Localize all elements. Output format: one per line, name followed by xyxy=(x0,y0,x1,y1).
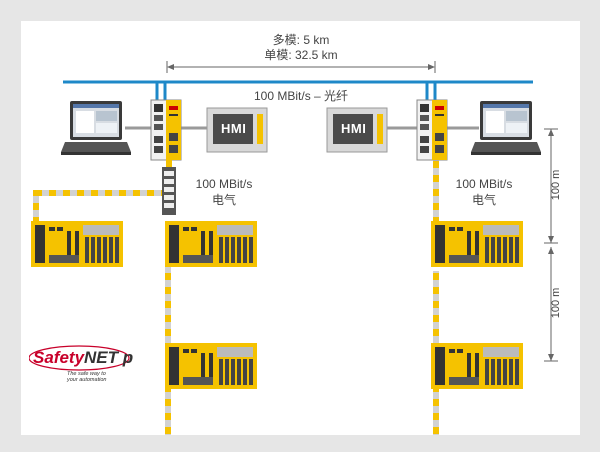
dimension-lines xyxy=(544,128,558,362)
electrical-right-medium: 电气 xyxy=(471,193,496,207)
switch-right-icon xyxy=(416,99,448,161)
electrical-left-medium: 电气 xyxy=(211,193,236,207)
dimension-lower-label: 100 m xyxy=(550,287,562,319)
controller-4-icon xyxy=(165,343,257,389)
logo-brand-a: Safety xyxy=(33,348,85,367)
diagram-graphics xyxy=(31,61,558,435)
logo-tagline-1: The safe way to xyxy=(67,371,106,377)
laptop-right-icon xyxy=(471,101,541,155)
electrical-right-speed: 100 MBit/s xyxy=(455,177,513,191)
logo-brand-c: p xyxy=(118,348,134,367)
multimode-distance: 多模: 5 km xyxy=(272,33,330,47)
network-diagram: 多模: 5 km 单模: 32.5 km 100 MBit/s – 光纤 100… xyxy=(21,21,580,435)
distance-arrow xyxy=(166,61,436,73)
fiber-backbone xyxy=(63,80,533,101)
logo-swoosh-icon xyxy=(29,345,130,371)
electrical-left-speed: 100 MBit/s xyxy=(195,177,253,191)
controller-2-icon xyxy=(165,221,257,267)
switch-left-icon xyxy=(150,99,182,161)
dimension-upper-label: 100 m xyxy=(550,169,562,201)
hmi-right-label: HMI xyxy=(341,121,367,136)
hmi-right-icon xyxy=(326,107,388,153)
controller-5-icon xyxy=(431,343,523,389)
fiber-link-label: 100 MBit/s – 光纤 xyxy=(254,89,349,103)
hmi-left-icon xyxy=(206,107,268,153)
safety-cables xyxy=(33,147,439,435)
hmi-left-label: HMI xyxy=(221,121,247,136)
safetynet-logo: SafetyNET p The safe way to your automat… xyxy=(29,344,159,394)
logo-tagline-2: your automation xyxy=(67,377,107,383)
singlemode-distance: 单模: 32.5 km xyxy=(264,48,338,62)
controller-1-icon xyxy=(31,221,123,267)
controller-3-icon xyxy=(431,221,523,267)
hub-left-icon xyxy=(162,160,176,215)
logo-brand-b: NET xyxy=(84,348,119,367)
laptop-left-icon xyxy=(61,101,131,155)
